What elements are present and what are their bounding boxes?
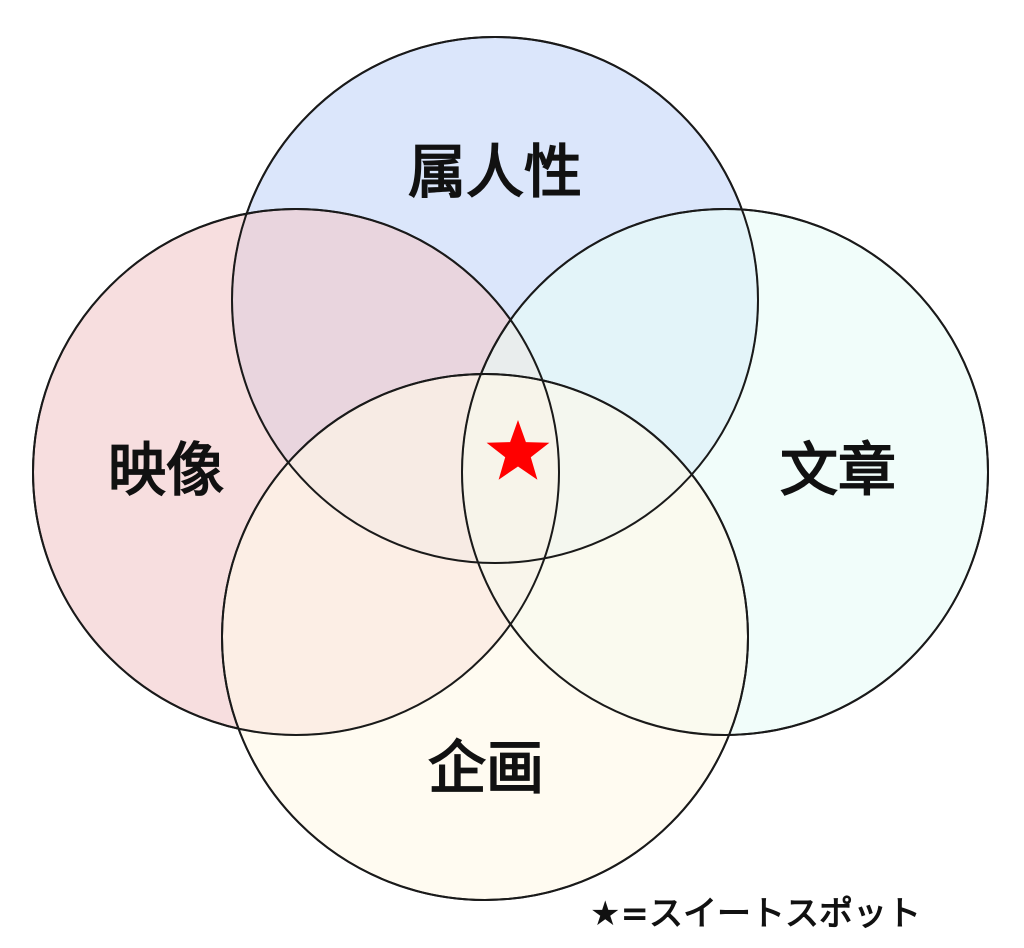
label-eizo: 映像 — [108, 436, 224, 504]
label-kikaku: 企画 — [428, 734, 544, 802]
sweet-spot-star-icon — [486, 420, 550, 480]
circle-kikaku — [221, 373, 749, 901]
outline-kikaku — [221, 373, 749, 901]
label-bunsho: 文章 — [780, 436, 896, 504]
outline-bunsho — [461, 208, 989, 736]
outline-zokujinsei — [231, 36, 759, 564]
label-zokujinsei: 属人性 — [408, 138, 582, 206]
outline-eizo — [32, 208, 560, 736]
legend-sweet-spot: ★=スイートスポット — [590, 894, 921, 934]
